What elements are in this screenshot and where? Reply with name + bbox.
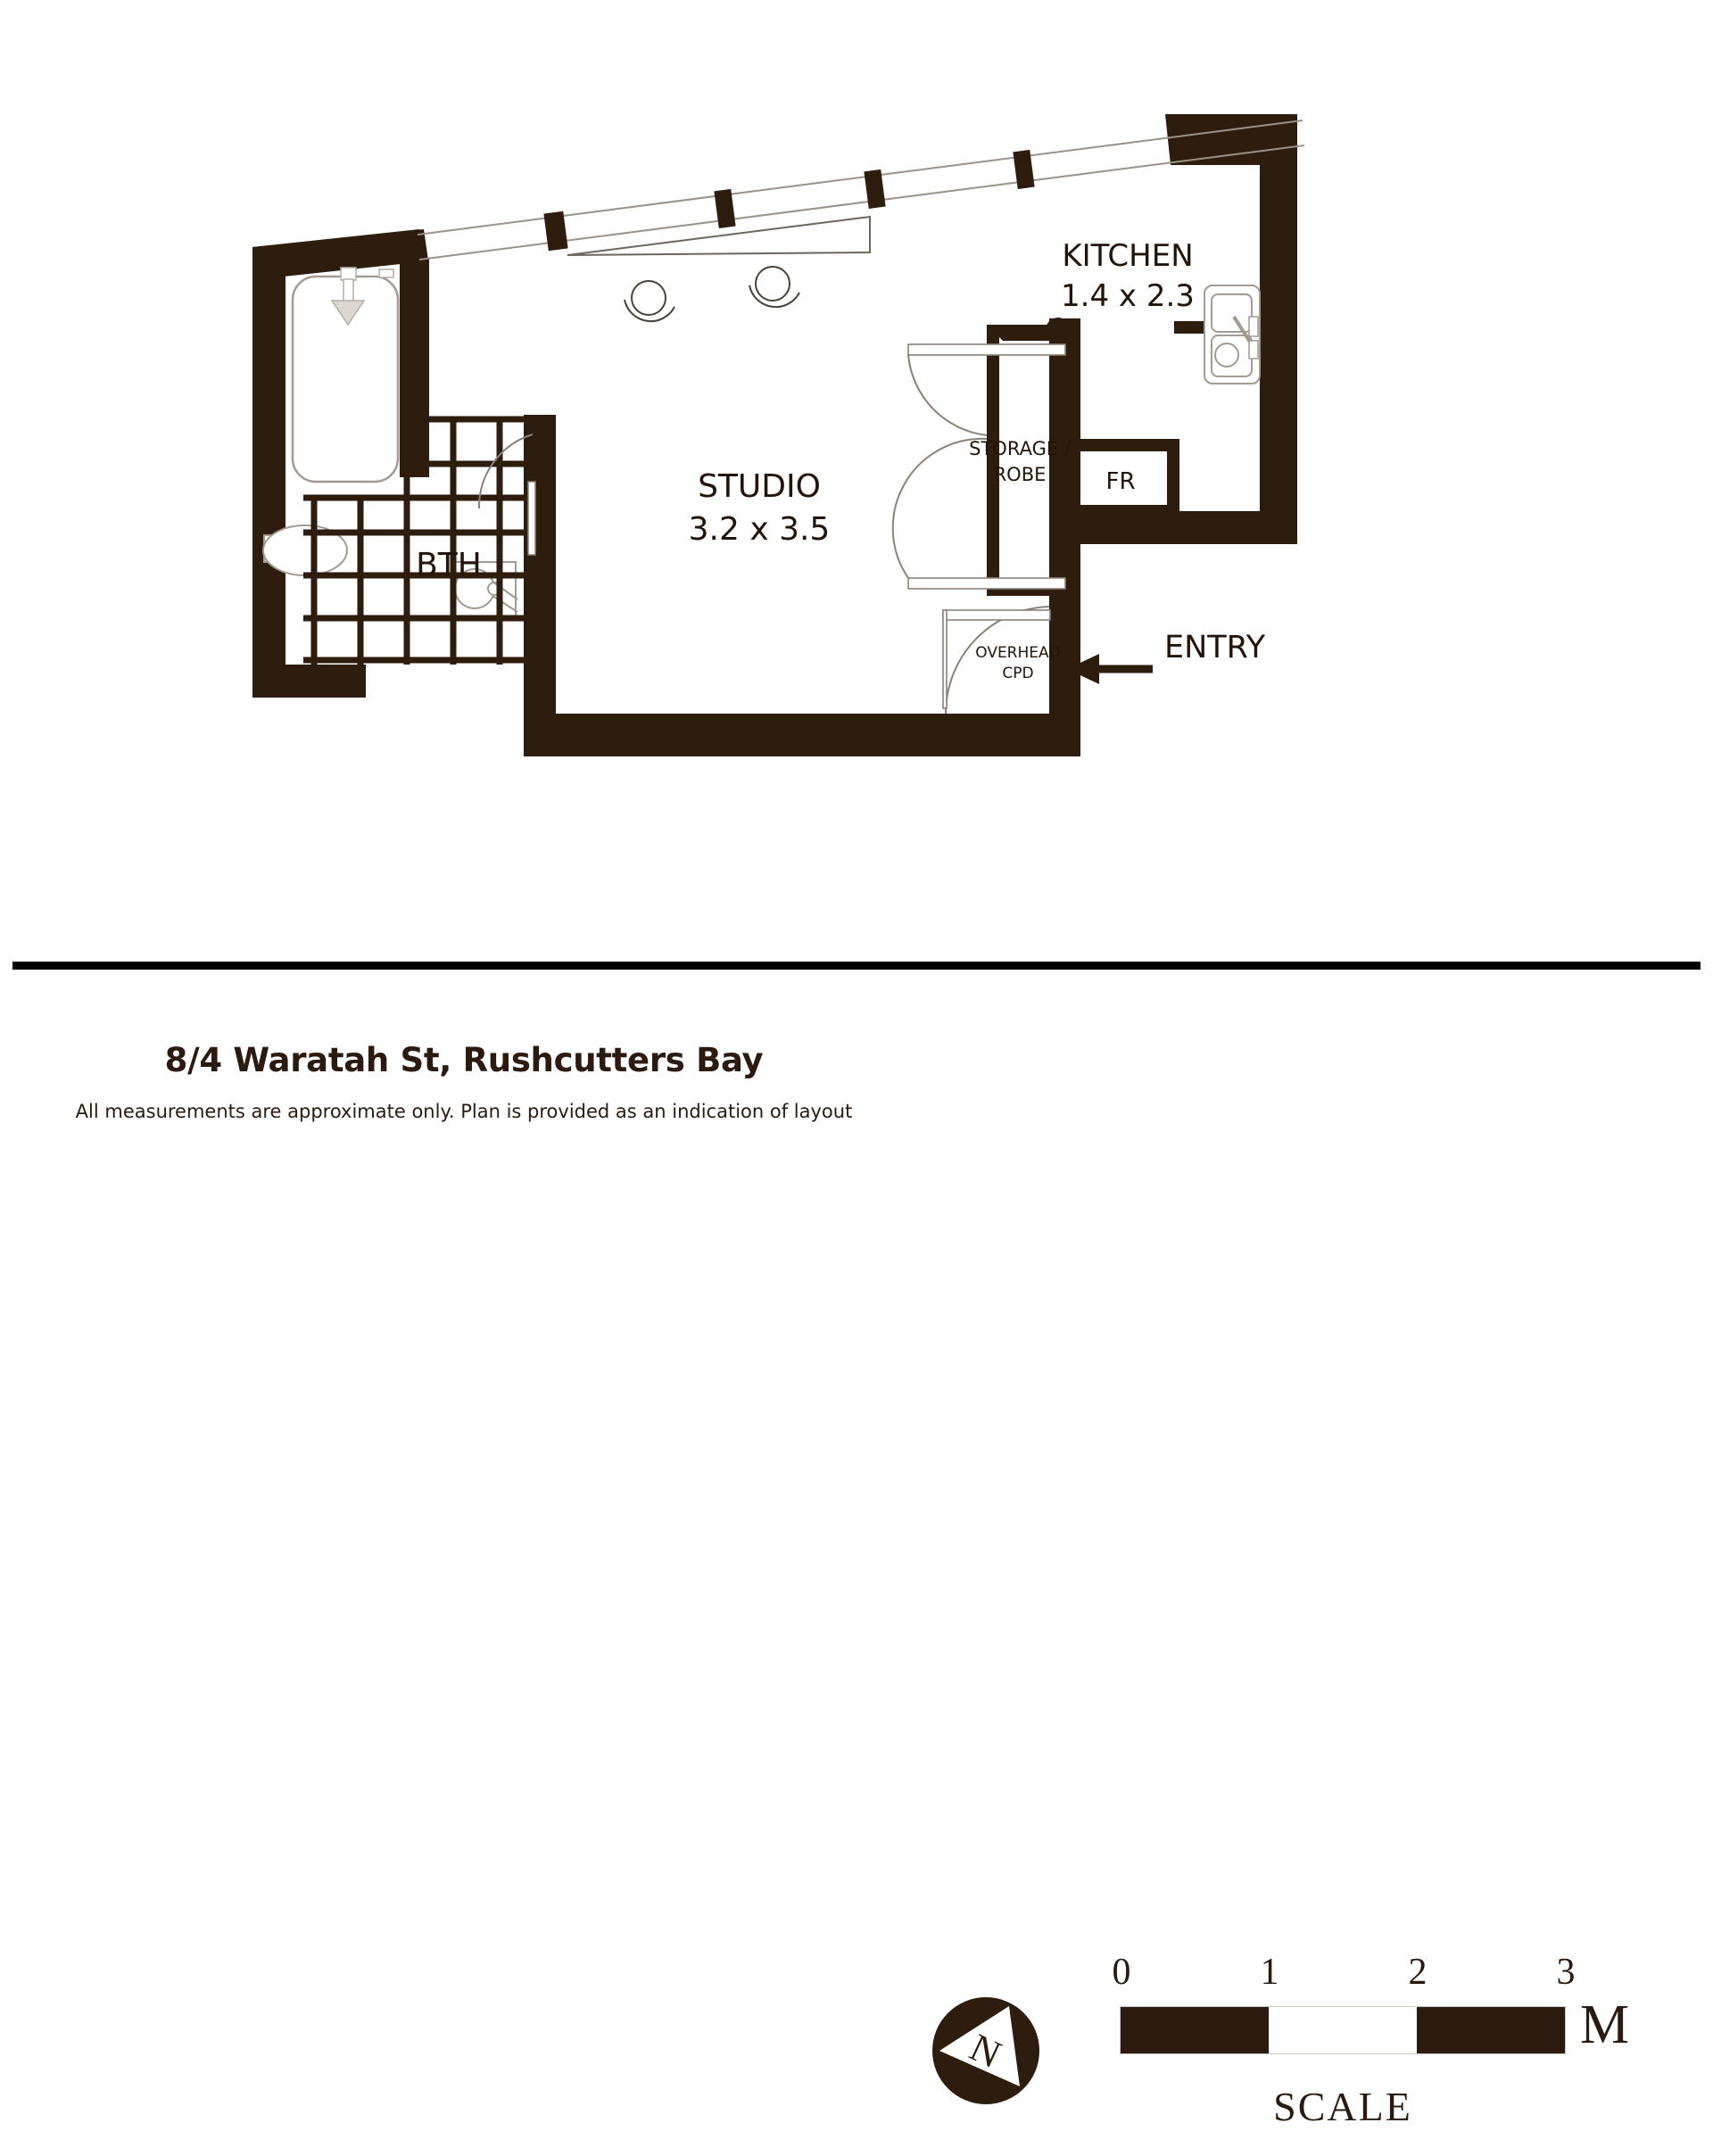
shower-wall-valve-icon	[378, 268, 394, 278]
kitchen-sink-drain-icon	[1214, 343, 1239, 368]
floor-plan-page: STUDIO 3.2 x 3.5 KITCHEN 1.4 x 2.3 BTH S…	[0, 114, 1713, 2129]
scale-tick-2: 2	[1408, 1952, 1428, 1993]
scale-segment-1-2	[1269, 2007, 1417, 2053]
entry-door-group	[942, 606, 1051, 715]
floor-plan-drawing: STUDIO 3.2 x 3.5 KITCHEN 1.4 x 2.3 BTH S…	[252, 114, 1305, 756]
storage-door-leaf-lower	[907, 577, 1066, 590]
label-studio-name: STUDIO	[698, 468, 821, 505]
wall-fridge-bottom	[1070, 505, 1179, 516]
wall-studio-bottom	[524, 714, 1080, 756]
footer: 8/4 Waratah St, Rushcutters Bay All meas…	[0, 970, 1713, 2129]
cooktop-burner-right-icon	[755, 266, 790, 302]
kitchen-sink-group	[1204, 285, 1261, 384]
scale-caption: SCALE	[1273, 2084, 1412, 2129]
bath-door-swing	[477, 434, 534, 509]
label-storage-robe-line1: STORAGE /	[969, 438, 1072, 459]
storage-doors-group	[891, 343, 1066, 590]
label-storage-robe-line2: ROBE	[994, 464, 1047, 485]
bath-tile-hatch	[303, 416, 548, 665]
scale-tick-1: 1	[1260, 1952, 1279, 1993]
window-mullion-2	[714, 188, 736, 228]
window-mullion-3	[864, 169, 886, 209]
label-studio-dimensions: 3.2 x 3.5	[689, 511, 831, 548]
entry-door-leaf	[942, 609, 1051, 621]
kitchen-sink-tap-icon	[1232, 315, 1253, 345]
shower-arm-icon	[343, 278, 354, 302]
storage-door-swing-upper	[907, 354, 988, 436]
wall-bench-end-cap	[1046, 318, 1071, 343]
kitchen-sink-bowl-upper	[1211, 293, 1253, 333]
wall-top-bath	[252, 229, 428, 278]
kitchen-sink-tap-base-icon	[1248, 316, 1259, 337]
wall-kitchen-top	[1165, 114, 1297, 165]
wall-fridge-top	[1070, 439, 1179, 451]
window-mullion-4	[1013, 149, 1035, 189]
scale-segment-2-3	[1417, 2007, 1565, 2053]
window-mullion-1	[543, 211, 568, 252]
label-entry: ENTRY	[1164, 630, 1266, 665]
footer-divider	[12, 962, 1701, 970]
kitchen-sink-tap-base2-icon	[1248, 340, 1259, 359]
cooktop-burner-left-arc	[624, 299, 675, 323]
label-fridge: FR	[1105, 468, 1135, 495]
cooktop-burner-right-arc	[749, 285, 800, 309]
shower-head-icon	[330, 300, 366, 326]
wall-kitchen-bottom	[1049, 511, 1290, 544]
entry-arrow-group	[1067, 654, 1153, 684]
scale-unit-label: M	[1580, 1995, 1630, 2055]
entry-arrow-head-icon	[1067, 654, 1099, 684]
storage-door-leaf-upper	[907, 343, 1066, 356]
room-labels-group: STUDIO 3.2 x 3.5 KITCHEN 1.4 x 2.3 BTH S…	[416, 238, 1266, 682]
label-bathroom-name: BTH	[416, 547, 482, 583]
label-overhead-cpd-line2: CPD	[1002, 665, 1033, 682]
scale-bar-graphic	[1120, 2006, 1566, 2054]
storage-door-swing-lower	[891, 437, 988, 579]
scale-bar-block: 0 1 2 3 M SCALE	[1113, 1951, 1630, 2156]
window-band-group	[417, 120, 1305, 260]
wall-storage-right	[1057, 326, 1070, 439]
scale-tick-labels: 0 1 2 3	[1113, 1951, 1576, 1995]
wall-fridge-right	[1167, 439, 1179, 514]
wall-kitchen-right	[1260, 125, 1297, 544]
north-compass: N	[932, 1997, 1039, 2104]
label-kitchen-name: KITCHEN	[1062, 238, 1193, 274]
walls-group	[252, 114, 1297, 756]
overhead-cpd-outline	[942, 609, 948, 709]
bench-under-window	[567, 215, 871, 256]
wall-entry-right	[1049, 535, 1080, 756]
scale-tick-0: 0	[1112, 1952, 1131, 1993]
disclaimer-text: All measurements are approximate only. P…	[75, 1101, 853, 1122]
label-overhead-cpd-line1: OVERHEAD	[975, 644, 1061, 662]
wall-bath-bottom-left	[252, 665, 366, 698]
cooktop-burner-left-icon	[631, 280, 666, 316]
scale-tick-3: 3	[1556, 1952, 1576, 1993]
wall-left-vertical	[252, 259, 286, 669]
wall-storage-left	[987, 325, 999, 594]
label-kitchen-dimensions: 1.4 x 2.3	[1061, 278, 1195, 314]
wall-bath-studio-top	[524, 415, 556, 482]
shower-rail-icon	[340, 267, 357, 281]
wall-studio-bottom-left-riser	[524, 678, 556, 756]
cooktop-group	[624, 266, 800, 323]
bathroom-fixtures-group	[262, 267, 548, 665]
address-block: 8/4 Waratah St, Rushcutters Bay All meas…	[54, 1041, 874, 1122]
scale-segment-0-1	[1121, 2007, 1269, 2053]
bath-door-leaf	[527, 481, 536, 556]
window-glazing-outer	[417, 120, 1303, 235]
page-title: 8/4 Waratah St, Rushcutters Bay	[164, 1041, 764, 1079]
